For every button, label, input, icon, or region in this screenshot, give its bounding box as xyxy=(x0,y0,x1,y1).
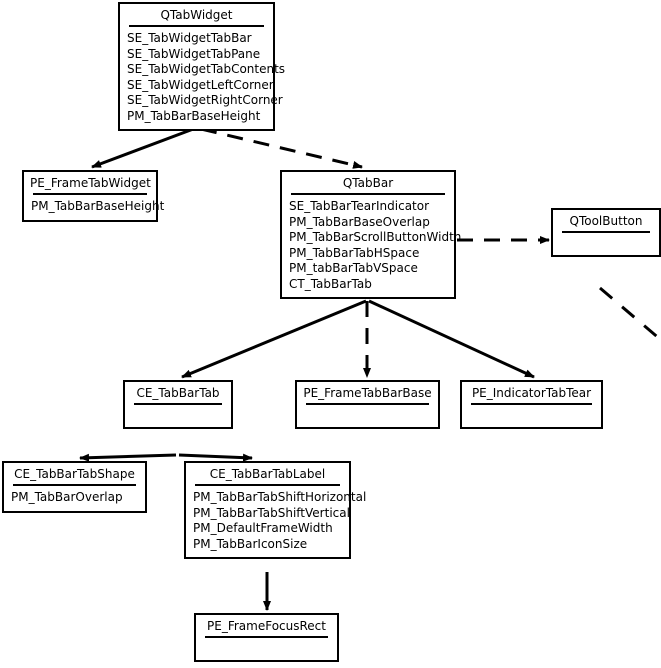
node-item: PM_TabBarBaseHeight xyxy=(127,108,261,123)
node-ce-tabbartablabel[interactable]: CE_TabBarTabLabel PM_TabBarTabShiftHoriz… xyxy=(184,461,367,559)
node-ce-tabbartablabel-items: PM_TabBarTabShiftHorizontal PM_TabBarTab… xyxy=(186,486,367,557)
node-ce-tabbartablabel-rule xyxy=(195,484,340,486)
node-item: PM_TabBarBaseHeight xyxy=(31,199,165,213)
node-qtoolbutton-rule xyxy=(562,231,650,233)
node-pe-frametabbarbase-items xyxy=(297,405,438,427)
node-pe-indicatortabtear-title: PE_IndicatorTabTear xyxy=(471,386,592,400)
node-item: SE_TabWidgetTabContents xyxy=(127,62,286,76)
node-qtabbar-rule xyxy=(291,193,445,195)
node-ce-tabbartabshape-title: CE_TabBarTabShape xyxy=(14,467,135,481)
node-qtabbar-items: SE_TabBarTearIndicator PM_TabBarBaseOver… xyxy=(282,195,462,297)
node-ce-tabbartabshape-rule xyxy=(13,484,136,486)
node-item: PM_DefaultFrameWidth xyxy=(193,521,333,535)
node-pe-frametabbarbase-title: PE_FrameTabBarBase xyxy=(303,386,432,400)
node-ce-tabbartabshape-items: PM_TabBarOverlap xyxy=(4,486,145,511)
node-item: PM_TabBarOverlap xyxy=(11,490,123,504)
edge-qtabwidget-to-pe-frametabwidget xyxy=(91,126,197,169)
node-item: PM_TabBarTabShiftVertical xyxy=(193,505,350,520)
edge-qtabbar-to-ce-tabbartab xyxy=(181,299,367,379)
node-item: SE_TabWidgetTabPane xyxy=(127,46,261,61)
node-qtabwidget-title: QTabWidget xyxy=(160,8,233,22)
node-qtabwidget-items: SE_TabWidgetTabBar SE_TabWidgetTabPane S… xyxy=(120,27,286,129)
node-pe-frametabbarbase[interactable]: PE_FrameTabBarBase xyxy=(295,380,440,429)
node-pe-indicatortabtear-items xyxy=(462,405,601,427)
node-item: SE_TabWidgetTabBar xyxy=(127,31,252,45)
node-qtabwidget-rule xyxy=(129,25,264,27)
node-pe-framefocusrect-rule xyxy=(205,636,328,638)
node-pe-framefocusrect-items xyxy=(196,638,337,660)
node-pe-framefocusrect-title: PE_FrameFocusRect xyxy=(207,619,326,633)
node-item: PM_TabBarIconSize xyxy=(193,536,308,551)
node-pe-indicatortabtear[interactable]: PE_IndicatorTabTear xyxy=(460,380,603,429)
node-pe-framefocusrect[interactable]: PE_FrameFocusRect xyxy=(194,613,339,662)
node-item: PM_TabBarTabHSpace xyxy=(289,245,420,260)
node-qtabwidget[interactable]: QTabWidget SE_TabWidgetTabBar SE_TabWidg… xyxy=(118,2,286,131)
node-pe-frametabwidget-title: PE_FrameTabWidget xyxy=(30,176,151,190)
node-qtoolbutton-title: QToolButton xyxy=(569,214,643,228)
node-pe-frametabwidget-items: PM_TabBarBaseHeight xyxy=(24,195,165,220)
edge-ce-tabbartab-to-ce-tabbartabshape xyxy=(79,453,177,462)
node-qtoolbutton-items xyxy=(553,233,659,255)
node-ce-tabbartabshape[interactable]: CE_TabBarTabShape PM_TabBarOverlap xyxy=(2,461,147,513)
node-ce-tabbartab-items xyxy=(125,405,231,427)
node-qtabbar-title: QTabBar xyxy=(342,176,394,190)
node-pe-frametabwidget[interactable]: PE_FrameTabWidget PM_TabBarBaseHeight xyxy=(22,170,165,222)
node-item: PM_TabBarTabShiftHorizontal xyxy=(193,490,367,504)
edge-qtoolbutton-to-offscreen xyxy=(599,286,661,342)
node-item: SE_TabWidgetLeftCorner xyxy=(127,77,274,92)
node-qtabbar[interactable]: QTabBar SE_TabBarTearIndicator PM_TabBar… xyxy=(280,170,462,299)
node-pe-frametabbarbase-rule xyxy=(306,403,429,405)
node-ce-tabbartab-title: CE_TabBarTab xyxy=(136,386,220,400)
node-item: CT_TabBarTab xyxy=(289,276,372,291)
node-item: PM_TabBarScrollButtonWidth xyxy=(289,230,462,244)
node-qtoolbutton[interactable]: QToolButton xyxy=(551,208,661,257)
node-ce-tabbartab[interactable]: CE_TabBarTab xyxy=(123,380,233,429)
edge-ce-tabbartab-to-ce-tabbartablabel xyxy=(178,453,253,462)
node-item: PM_tabBarTabVSpace xyxy=(289,261,418,275)
node-item: SE_TabBarTearIndicator xyxy=(289,199,430,213)
edge-qtabbar-to-pe-indicatortabtear xyxy=(368,299,535,379)
node-pe-frametabwidget-rule xyxy=(33,193,147,195)
node-pe-indicatortabtear-rule xyxy=(471,403,592,405)
node-item: SE_TabWidgetRightCorner xyxy=(127,93,283,107)
node-ce-tabbartab-rule xyxy=(134,403,222,405)
node-item: PM_TabBarBaseOverlap xyxy=(289,214,430,229)
edge-qtabwidget-to-qtabbar xyxy=(200,127,363,169)
node-ce-tabbartablabel-title: CE_TabBarTabLabel xyxy=(209,467,326,481)
